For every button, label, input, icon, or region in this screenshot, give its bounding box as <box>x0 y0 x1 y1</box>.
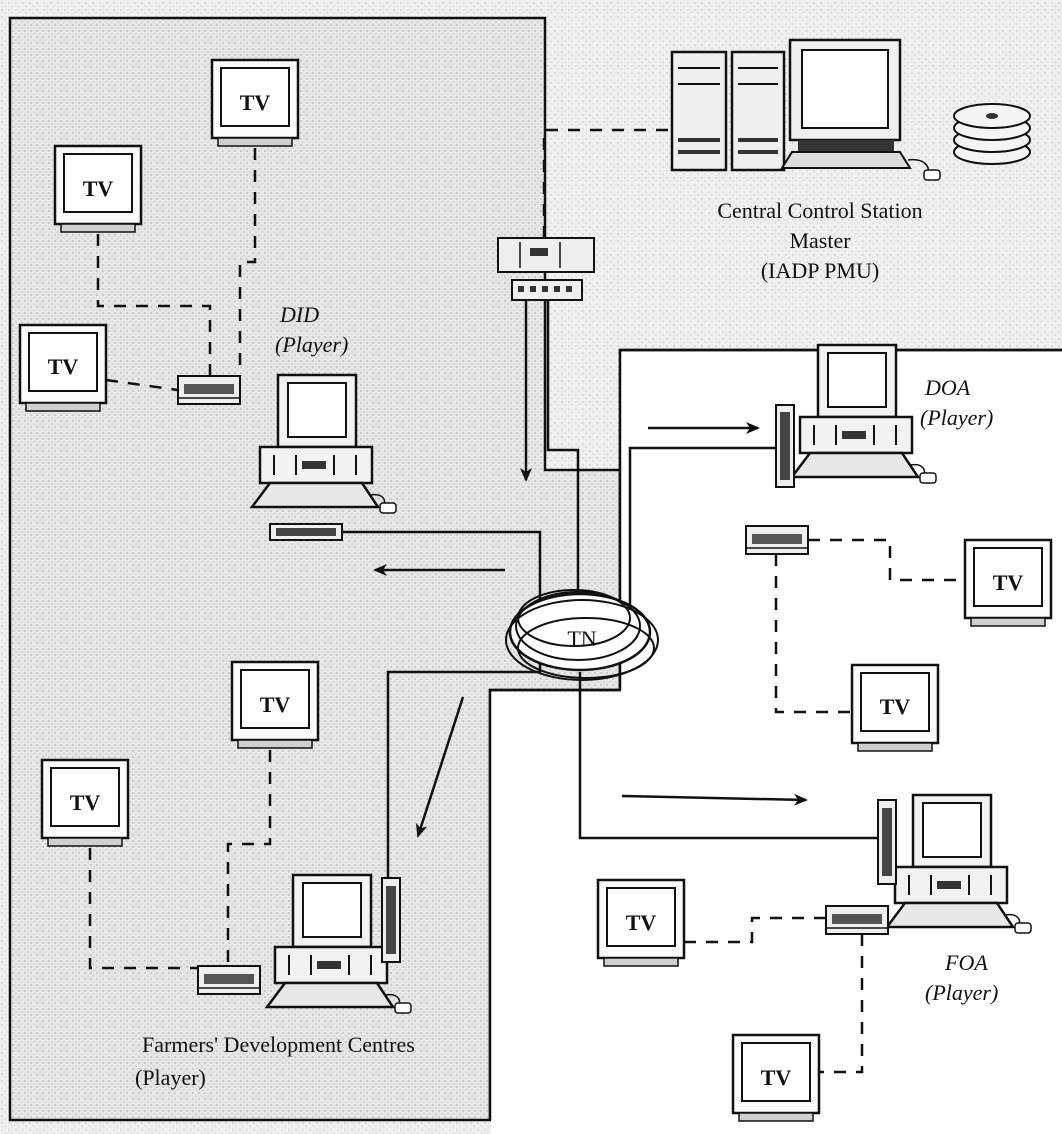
doa-player: DOA (Player) <box>775 343 993 488</box>
central-station-unit: (IADP PMU) <box>761 258 879 283</box>
tv-label: TV <box>626 910 657 935</box>
foa-tv-dashed-links <box>684 916 864 1074</box>
fdc-player: Farmers' Development Centres (Player) <box>135 873 415 1090</box>
monitor-icon <box>780 38 941 181</box>
foa-player: FOA (Player) <box>877 793 1033 1005</box>
fdc-tv-dashed-links <box>88 750 272 970</box>
central-station-master: Master <box>789 228 851 253</box>
foa-label: FOA <box>944 950 988 975</box>
network-cloud: TN <box>505 589 659 681</box>
server-tower-icon <box>670 50 728 172</box>
tv-label: TV <box>83 176 114 201</box>
flow-arrow-down-left <box>415 696 465 838</box>
tv-set: TV <box>963 538 1053 628</box>
doa-label: DOA <box>924 375 971 400</box>
tv-set: TV <box>850 663 940 753</box>
link-tn-to-doa <box>628 446 776 610</box>
tv-set: TV <box>731 1033 821 1123</box>
doa-role-label: (Player) <box>920 405 993 430</box>
tv-set: TV <box>596 878 686 968</box>
central-modem-icon <box>497 237 595 301</box>
vcr-player-icon <box>825 905 889 935</box>
tv-label: TV <box>70 790 101 815</box>
tv-label: TV <box>260 692 291 717</box>
tv-set: TV <box>18 323 108 413</box>
server-tower-icon <box>730 50 786 172</box>
tv-set: TV <box>40 758 130 848</box>
did-tv-dashed-links <box>96 148 257 392</box>
disk-stack-icon <box>953 103 1031 165</box>
flow-arrow-right <box>621 793 808 806</box>
vcr-player-icon <box>745 525 809 555</box>
foa-role-label: (Player) <box>925 980 998 1005</box>
tv-label: TV <box>993 570 1024 595</box>
tv-label: TV <box>48 354 79 379</box>
did-role-label: (Player) <box>275 332 348 357</box>
network-label: TN <box>567 626 596 651</box>
tv-label: TV <box>761 1065 792 1090</box>
vcr-player-icon <box>177 375 241 405</box>
vcr-player-icon <box>197 965 261 995</box>
central-control-station: Central Control Station Master (IADP PMU… <box>670 38 1031 283</box>
did-label: DID <box>279 302 319 327</box>
tv-label: TV <box>240 90 271 115</box>
tv-set: TV <box>210 58 300 148</box>
did-player: DID (Player) <box>250 302 398 541</box>
doa-tv-dashed-links <box>774 538 965 714</box>
link-did-to-tn <box>342 530 542 600</box>
link-tn-to-foa <box>578 672 878 840</box>
fdc-role-label: (Player) <box>135 1065 206 1090</box>
central-station-title: Central Control Station <box>717 198 922 223</box>
tv-label: TV <box>880 694 911 719</box>
fdc-label: Farmers' Development Centres <box>142 1032 415 1057</box>
link-tn-to-fdc <box>386 664 542 878</box>
tv-set: TV <box>230 660 320 750</box>
link-hub-to-tn <box>546 300 580 620</box>
tv-set: TV <box>53 144 143 234</box>
